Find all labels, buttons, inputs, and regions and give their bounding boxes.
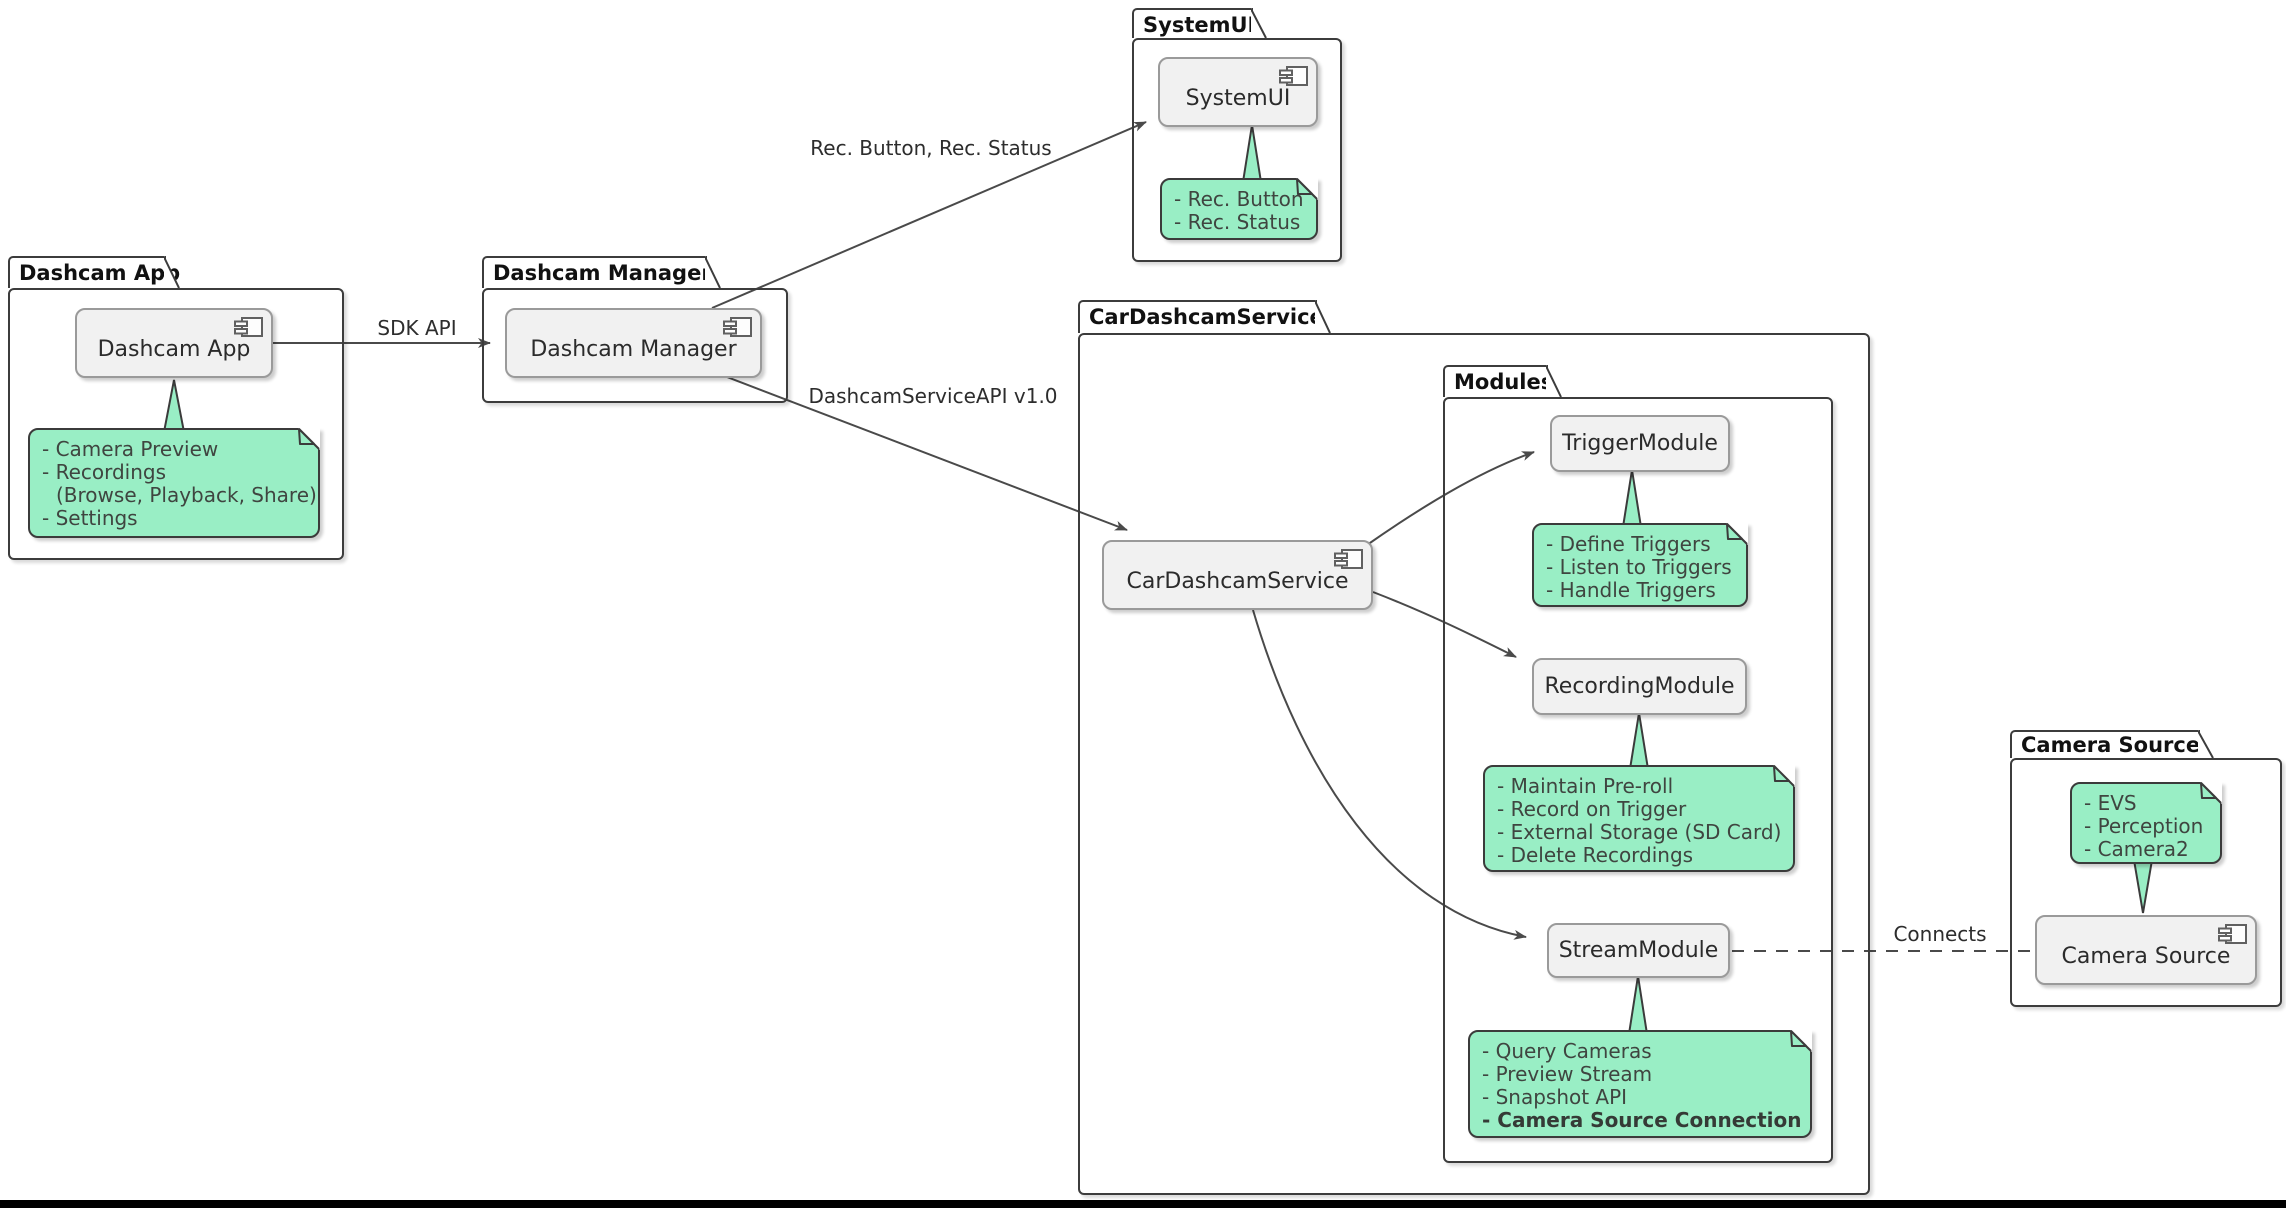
note-line: - Settings	[42, 506, 138, 530]
note-line: - Listen to Triggers	[1546, 555, 1732, 579]
edge-manager-to-systemui	[711, 121, 1147, 309]
package-title: Camera Source	[2021, 733, 2201, 757]
note-line: - Define Triggers	[1546, 532, 1711, 556]
component-recording-module: RecordingModule	[1532, 658, 1747, 715]
package-body	[2010, 758, 2282, 1007]
note-line: - External Storage (SD Card)	[1497, 820, 1782, 844]
edge-label-connects: Connects	[1893, 922, 1987, 946]
package-tab-slant	[705, 256, 721, 288]
note-line: - Query Cameras	[1482, 1039, 1652, 1063]
component-trigger-module: TriggerModule	[1550, 415, 1730, 472]
package-body	[1078, 333, 1870, 1195]
package-tab-slant	[1315, 300, 1331, 333]
note-camera-source: - EVS - Perception - Camera2	[2070, 782, 2222, 864]
edge-service-to-stream	[1252, 609, 1527, 940]
note-line: - Handle Triggers	[1546, 578, 1716, 602]
component-label: Dashcam Manager	[530, 336, 737, 362]
note-line: - Delete Recordings	[1497, 843, 1694, 867]
component-car-dashcam-service: CarDashcamService	[1102, 540, 1373, 610]
note-line: - Maintain Pre-roll	[1497, 774, 1674, 798]
edge-label-dashcam-service-api: DashcamServiceAPI v1.0	[808, 384, 1058, 408]
package-camera-source: Camera Source - EVS - Perception - Camer…	[2010, 730, 2282, 1007]
note-fold-corner	[298, 428, 320, 450]
note-line: - Camera2	[2084, 837, 2189, 861]
note-line: - Recordings	[42, 460, 167, 484]
component-label: Camera Source	[2061, 943, 2231, 969]
note-line: - Preview Stream	[1482, 1062, 1653, 1086]
component-label: SystemUI	[1185, 85, 1291, 111]
note-line: - Rec. Button	[1174, 187, 1304, 211]
package-title: Modules	[1454, 370, 1554, 394]
note-dashcam-app: - Camera Preview - Recordings (Browse, P…	[28, 428, 320, 538]
note-fold-corner	[1790, 1030, 1812, 1052]
package-tab: Dashcam App	[8, 256, 181, 288]
note-systemui: - Rec. Button - Rec. Status	[1160, 178, 1318, 240]
package-tab-slant	[2198, 730, 2214, 758]
edge-manager-to-service	[726, 376, 1128, 531]
note-line: - Camera Preview	[42, 437, 219, 461]
edge-label-rec-button-status: Rec. Button, Rec. Status	[810, 136, 1052, 160]
edge-label-sdk-api: SDK API	[377, 316, 457, 340]
note-fold-corner	[1726, 523, 1748, 545]
component-label: RecordingModule	[1544, 674, 1735, 699]
package-title: SystemUI	[1143, 13, 1256, 37]
package-body	[8, 288, 344, 560]
component-dashcam-manager: Dashcam Manager	[505, 308, 762, 378]
component-icon	[234, 317, 263, 337]
bottom-black-bar	[0, 1200, 2286, 1208]
note-line: - Camera Source Connection	[1482, 1108, 1802, 1132]
component-camera-source: Camera Source	[2035, 915, 2257, 985]
component-icon	[2218, 924, 2247, 944]
note-line: - Record on Trigger	[1497, 797, 1687, 821]
package-dashcam-app: Dashcam App Dashcam App - Camera Preview…	[8, 256, 344, 560]
edge-service-to-recording	[1372, 591, 1517, 658]
package-systemui: SystemUI SystemUI - Rec. Button - Rec. S…	[1132, 8, 1342, 262]
component-icon	[723, 317, 752, 337]
package-tab: Dashcam Manager	[482, 256, 721, 288]
component-label: StreamModule	[1558, 938, 1719, 963]
note-line: - Snapshot API	[1482, 1085, 1628, 1109]
component-stream-module: StreamModule	[1547, 923, 1730, 978]
package-tab: Modules	[1443, 365, 1562, 397]
package-tab: Camera Source	[2010, 730, 2214, 758]
package-title: Dashcam App	[19, 261, 181, 285]
package-modules: Modules TriggerModule - Define Triggers …	[1443, 365, 1833, 1163]
edge-service-to-trigger	[1366, 451, 1535, 546]
note-line: - EVS	[2084, 791, 2137, 815]
note-fold-corner	[1296, 178, 1318, 200]
package-tab-slant	[1251, 8, 1267, 38]
component-systemui: SystemUI	[1158, 57, 1318, 127]
component-label: TriggerModule	[1562, 431, 1718, 456]
note-trigger-module: - Define Triggers - Listen to Triggers -…	[1532, 523, 1748, 607]
package-title: Dashcam Manager	[493, 261, 712, 285]
component-label: Dashcam App	[97, 336, 251, 362]
note-fold-corner	[2200, 782, 2222, 804]
note-line: - Perception	[2084, 814, 2204, 838]
package-car-dashcam-service: CarDashcamService CarDashcamService Modu…	[1078, 300, 1870, 1195]
package-body	[1132, 38, 1342, 262]
component-icon	[1334, 549, 1363, 569]
note-line: (Browse, Playback, Share)	[56, 483, 317, 507]
package-tab-slant	[1546, 365, 1562, 397]
package-tab: SystemUI	[1132, 8, 1267, 38]
note-line: - Rec. Status	[1174, 210, 1301, 234]
component-icon	[1279, 66, 1308, 86]
package-title: CarDashcamService	[1089, 305, 1324, 329]
component-label: CarDashcamService	[1126, 568, 1349, 594]
note-stream-module: - Query Cameras - Preview Stream - Snaps…	[1468, 1030, 1812, 1138]
component-dashcam-app: Dashcam App	[75, 308, 273, 378]
package-body	[1443, 397, 1833, 1163]
note-recording-module: - Maintain Pre-roll - Record on Trigger …	[1483, 765, 1795, 872]
package-tab: CarDashcamService	[1078, 300, 1331, 333]
package-dashcam-manager: Dashcam Manager Dashcam Manager	[482, 256, 788, 403]
note-fold-corner	[1773, 765, 1795, 787]
package-tab-slant	[164, 256, 180, 288]
